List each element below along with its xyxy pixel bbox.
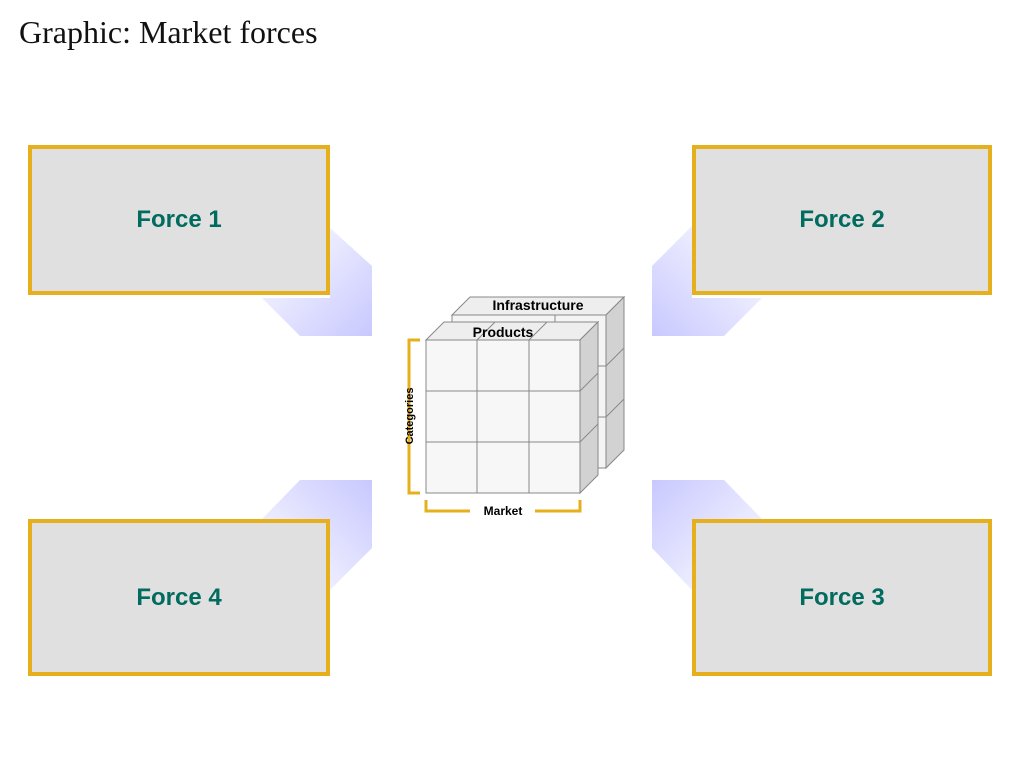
products-label: Products xyxy=(473,324,534,340)
page-title: Graphic: Market forces xyxy=(19,14,318,50)
arrow-force3 xyxy=(652,480,762,590)
cube-front-layer xyxy=(424,320,600,495)
force-2-box: Force 2 xyxy=(692,145,992,295)
market-axis-label: Market xyxy=(484,504,523,518)
force-1-box: Force 1 xyxy=(28,145,330,295)
market-bracket-right xyxy=(535,500,582,513)
arrow-force2 xyxy=(652,226,762,336)
categories-axis-label: Categories xyxy=(404,388,416,445)
arrow-force1 xyxy=(262,228,372,336)
arrow-force4 xyxy=(262,480,372,590)
categories-bracket xyxy=(407,338,420,495)
force-3-box: Force 3 xyxy=(692,519,992,676)
market-bracket xyxy=(424,500,470,513)
force-4-box: Force 4 xyxy=(28,519,330,676)
infrastructure-label: Infrastructure xyxy=(492,297,583,313)
